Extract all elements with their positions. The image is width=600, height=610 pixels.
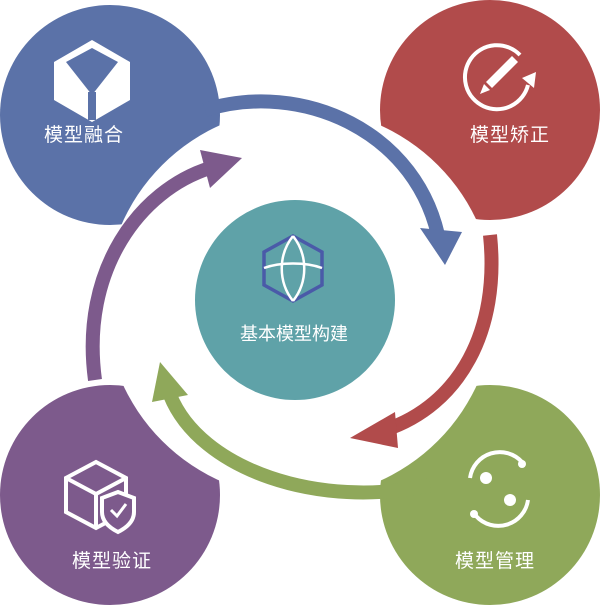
edit-refresh-icon	[462, 43, 536, 112]
arrow-validation-to-fusion	[85, 161, 213, 381]
arrow-management-to-validation	[163, 392, 432, 500]
label-model-correction: 模型矫正	[470, 124, 551, 146]
arrowhead-fusion-to-correction	[420, 228, 462, 265]
cube-shield-icon	[64, 459, 136, 535]
arrow-correction-to-management	[382, 234, 499, 437]
label-model-validation: 模型验证	[72, 550, 153, 572]
arrowhead-correction-to-management	[350, 412, 398, 448]
arrowhead-management-to-validation	[152, 362, 188, 402]
hexagon-sphere-icon	[262, 234, 324, 303]
label-basic-model-construction: 基本模型构建	[240, 324, 348, 345]
cube-split-icon	[54, 40, 130, 122]
manage-cycle-icon	[468, 450, 530, 528]
label-model-fusion: 模型融合	[44, 124, 125, 146]
arrowhead-validation-to-fusion	[200, 150, 242, 188]
label-model-management: 模型管理	[455, 550, 536, 572]
arrow-fusion-to-correction	[202, 94, 447, 247]
